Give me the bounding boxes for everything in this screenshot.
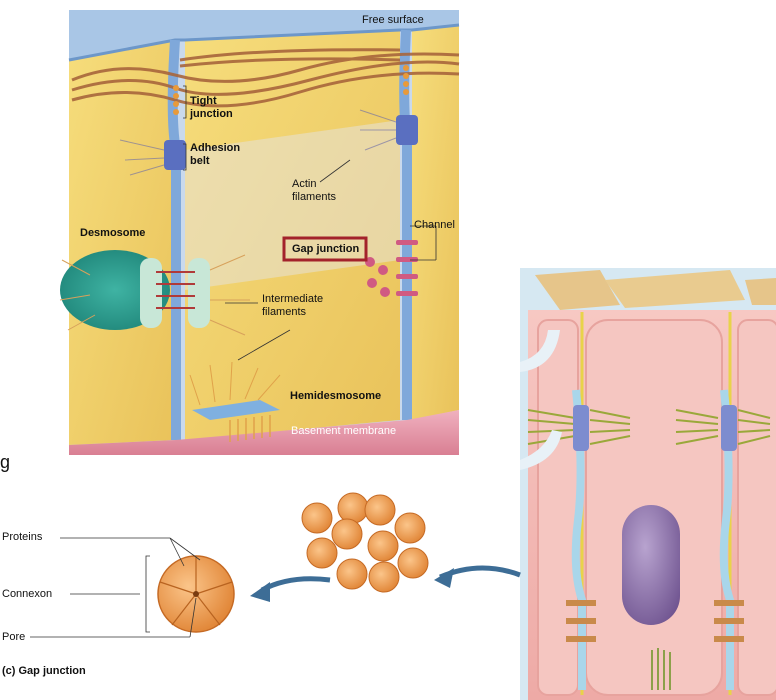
intermediate-filaments-label-line2: filaments (262, 306, 307, 318)
gap-junction-highlight-box (282, 236, 368, 262)
gap-junction-label: Gap junction (292, 243, 360, 255)
adhesion-belt-label-line1: Adhesion (190, 142, 241, 154)
adhesion-belt-label-line2: belt (190, 155, 210, 167)
cell-section-panel (520, 268, 776, 700)
connexon-cluster (301, 492, 429, 593)
free-surface-label: Free surface (362, 14, 424, 26)
proteins-label: Proteins (2, 531, 43, 543)
hemidesmosome-label: Hemidesmosome (290, 390, 382, 402)
actin-filaments-label-line2: filaments (292, 191, 337, 203)
actin-filaments-label-line1: Actin (292, 178, 317, 190)
connexon-detail (30, 537, 235, 638)
desmosome-label: Desmosome (80, 227, 146, 239)
nucleus-shape (622, 505, 680, 625)
caption: (c) Gap junction (2, 665, 86, 677)
top-junction-panel (59, 10, 460, 455)
basement-membrane-label: Basement membrane (291, 425, 397, 437)
intermediate-filaments-label-line1: Intermediate (262, 293, 324, 305)
pore-label: Pore (2, 631, 26, 643)
connexon-label: Connexon (2, 588, 53, 600)
edge-fragment-label: g (0, 452, 11, 472)
tight-junction-label-line1: Tight (190, 95, 217, 107)
channel-label: Channel (414, 219, 455, 231)
tight-junction-label-line2: junction (190, 108, 233, 120)
